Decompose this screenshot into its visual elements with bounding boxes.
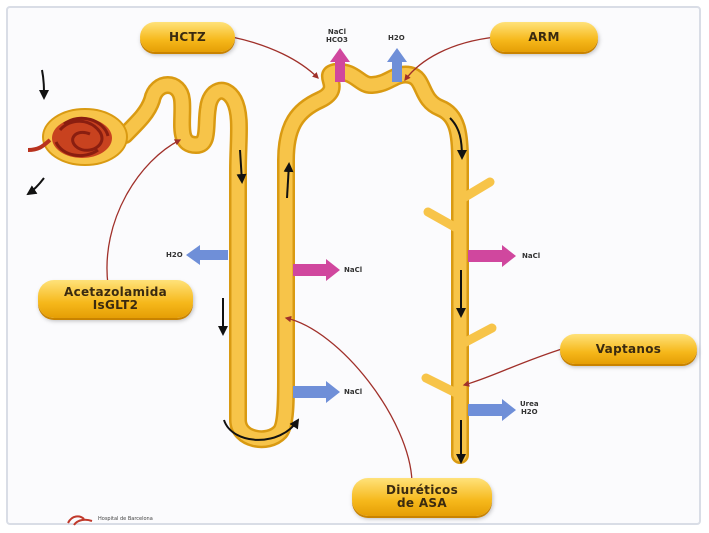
hctz-pill: HCTZ — [140, 22, 235, 52]
logo-text: Hospital de Barcelona — [98, 517, 153, 522]
cd-nacl-label: NaCl — [522, 252, 540, 260]
logo-mark-icon — [66, 512, 94, 526]
pt-h2o-label: H2O — [166, 251, 183, 259]
cd-urea-label: Urea H2O — [520, 400, 539, 416]
hospital-logo: Hospital de Barcelona — [66, 512, 153, 526]
dct-h2o-label: H2O — [388, 34, 405, 42]
loop-nacl-label: NaCl — [344, 266, 362, 274]
acetazolamida-pill: Acetazolamida IsGLT2 — [38, 280, 193, 318]
arm-pill: ARM — [490, 22, 598, 52]
glomerulus — [28, 109, 127, 165]
diureticos-pill: Diuréticos de ASA — [352, 478, 492, 516]
thick-limb-nacl-label: NaCl — [344, 388, 362, 396]
vaptanos-pill: Vaptanos — [560, 334, 697, 364]
dct-nacl-label: NaCl HCO3 — [326, 28, 348, 44]
